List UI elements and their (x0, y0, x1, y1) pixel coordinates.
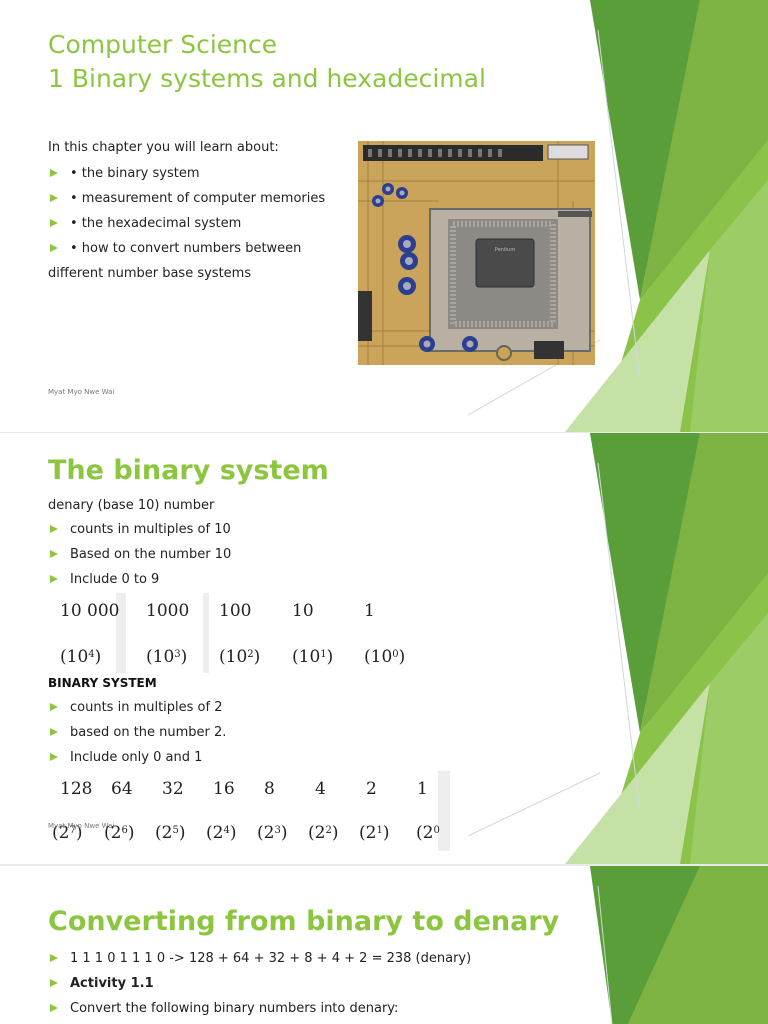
binary-value: 1 (417, 779, 428, 799)
list-item: Based on the number 10 (48, 542, 231, 567)
denary-value: 10 (292, 601, 314, 621)
bullet-arrow-icon (50, 1004, 58, 1012)
binary-power: (23) (257, 823, 288, 843)
denary-value: 1 (364, 601, 375, 621)
slide-title: Converting from binary to denary (48, 906, 560, 937)
motherboard-cpu-icon: Pentium (358, 141, 595, 365)
bullet-arrow-icon (50, 194, 58, 202)
list-item: 1 1 1 0 1 1 1 0 -> 128 + 64 + 32 + 8 + 4… (48, 946, 471, 971)
list-item: Include 0 to 9 (48, 567, 231, 592)
denary-power: (104) (60, 647, 102, 667)
denary-value: 10 000 (60, 601, 120, 621)
denary-power: (103) (146, 647, 188, 667)
binary-power: (20 (416, 823, 440, 843)
bullet-arrow-icon (50, 979, 58, 987)
bullet-arrow-icon (50, 550, 58, 558)
slide-title-line1: Computer Science (48, 30, 278, 59)
bullet-arrow-icon (50, 753, 58, 761)
binary-value: 64 (111, 779, 133, 799)
bullet-arrow-icon (50, 954, 58, 962)
binary-value: 4 (315, 779, 326, 799)
binary-list: counts in multiples of 2 based on the nu… (48, 695, 226, 770)
slide-title: The binary system (48, 455, 329, 486)
denary-list: counts in multiples of 10 Based on the n… (48, 517, 231, 592)
bullet-arrow-icon (50, 703, 58, 711)
topic-list: • the binary system • measurement of com… (48, 161, 325, 261)
denary-value: 100 (219, 601, 252, 621)
bullet-arrow-icon (50, 169, 58, 177)
list-item: Include only 0 and 1 (48, 745, 226, 770)
continuation-text: different number base systems (48, 266, 252, 281)
bullet-arrow-icon (50, 575, 58, 583)
list-item: counts in multiples of 10 (48, 517, 231, 542)
list-item: Convert the following binary numbers int… (48, 996, 471, 1021)
denary-power: (100) (364, 647, 406, 667)
denary-heading: denary (base 10) number (48, 498, 215, 513)
binary-power: (21) (359, 823, 390, 843)
slide-3: Converting from binary to denary 1 1 1 0… (0, 866, 768, 1024)
binary-value: 128 (60, 779, 93, 799)
binary-value: 8 (264, 779, 275, 799)
list-item: counts in multiples of 2 (48, 695, 226, 720)
denary-value: 1000 (146, 601, 190, 621)
binary-power: (25) (155, 823, 186, 843)
denary-power: (101) (292, 647, 334, 667)
bullet-arrow-icon (50, 219, 58, 227)
slide-footer: Myat Myo Nwe Wai (48, 822, 115, 830)
list-item: • the binary system (48, 161, 325, 186)
conversion-list: 1 1 1 0 1 1 1 0 -> 128 + 64 + 32 + 8 + 4… (48, 946, 471, 1021)
list-item: • the hexadecimal system (48, 211, 325, 236)
list-item: • how to convert numbers between (48, 236, 325, 261)
slide-1: Computer Science 1 Binary systems and he… (0, 0, 768, 432)
list-item: • measurement of computer memories (48, 186, 325, 211)
binary-power: (22) (308, 823, 339, 843)
svg-text:Pentium: Pentium (495, 247, 516, 253)
binary-power: (24) (206, 823, 237, 843)
slide-footer: Myat Myo Nwe Wai (48, 388, 115, 396)
binary-heading: BINARY SYSTEM (48, 676, 157, 690)
binary-value: 2 (366, 779, 377, 799)
binary-value: 16 (213, 779, 235, 799)
slide-2: The binary system denary (base 10) numbe… (0, 433, 768, 864)
bullet-arrow-icon (50, 244, 58, 252)
binary-value: 32 (162, 779, 184, 799)
bullet-arrow-icon (50, 728, 58, 736)
list-item: Activity 1.1 (48, 971, 471, 996)
denary-place-values: 10 000 1000 100 10 1 (104) (103) (102) (… (48, 593, 418, 673)
list-item: based on the number 2. (48, 720, 226, 745)
binary-power: (27) (52, 823, 83, 843)
denary-power: (102) (219, 647, 261, 667)
slide-title-line2: 1 Binary systems and hexadecimal (48, 64, 486, 93)
intro-text: In this chapter you will learn about: (48, 140, 279, 155)
bullet-arrow-icon (50, 525, 58, 533)
binary-power: (26) (104, 823, 135, 843)
binary-place-values: 128 64 32 16 8 4 2 1 (27) (26) (25) (24)… (48, 771, 452, 851)
